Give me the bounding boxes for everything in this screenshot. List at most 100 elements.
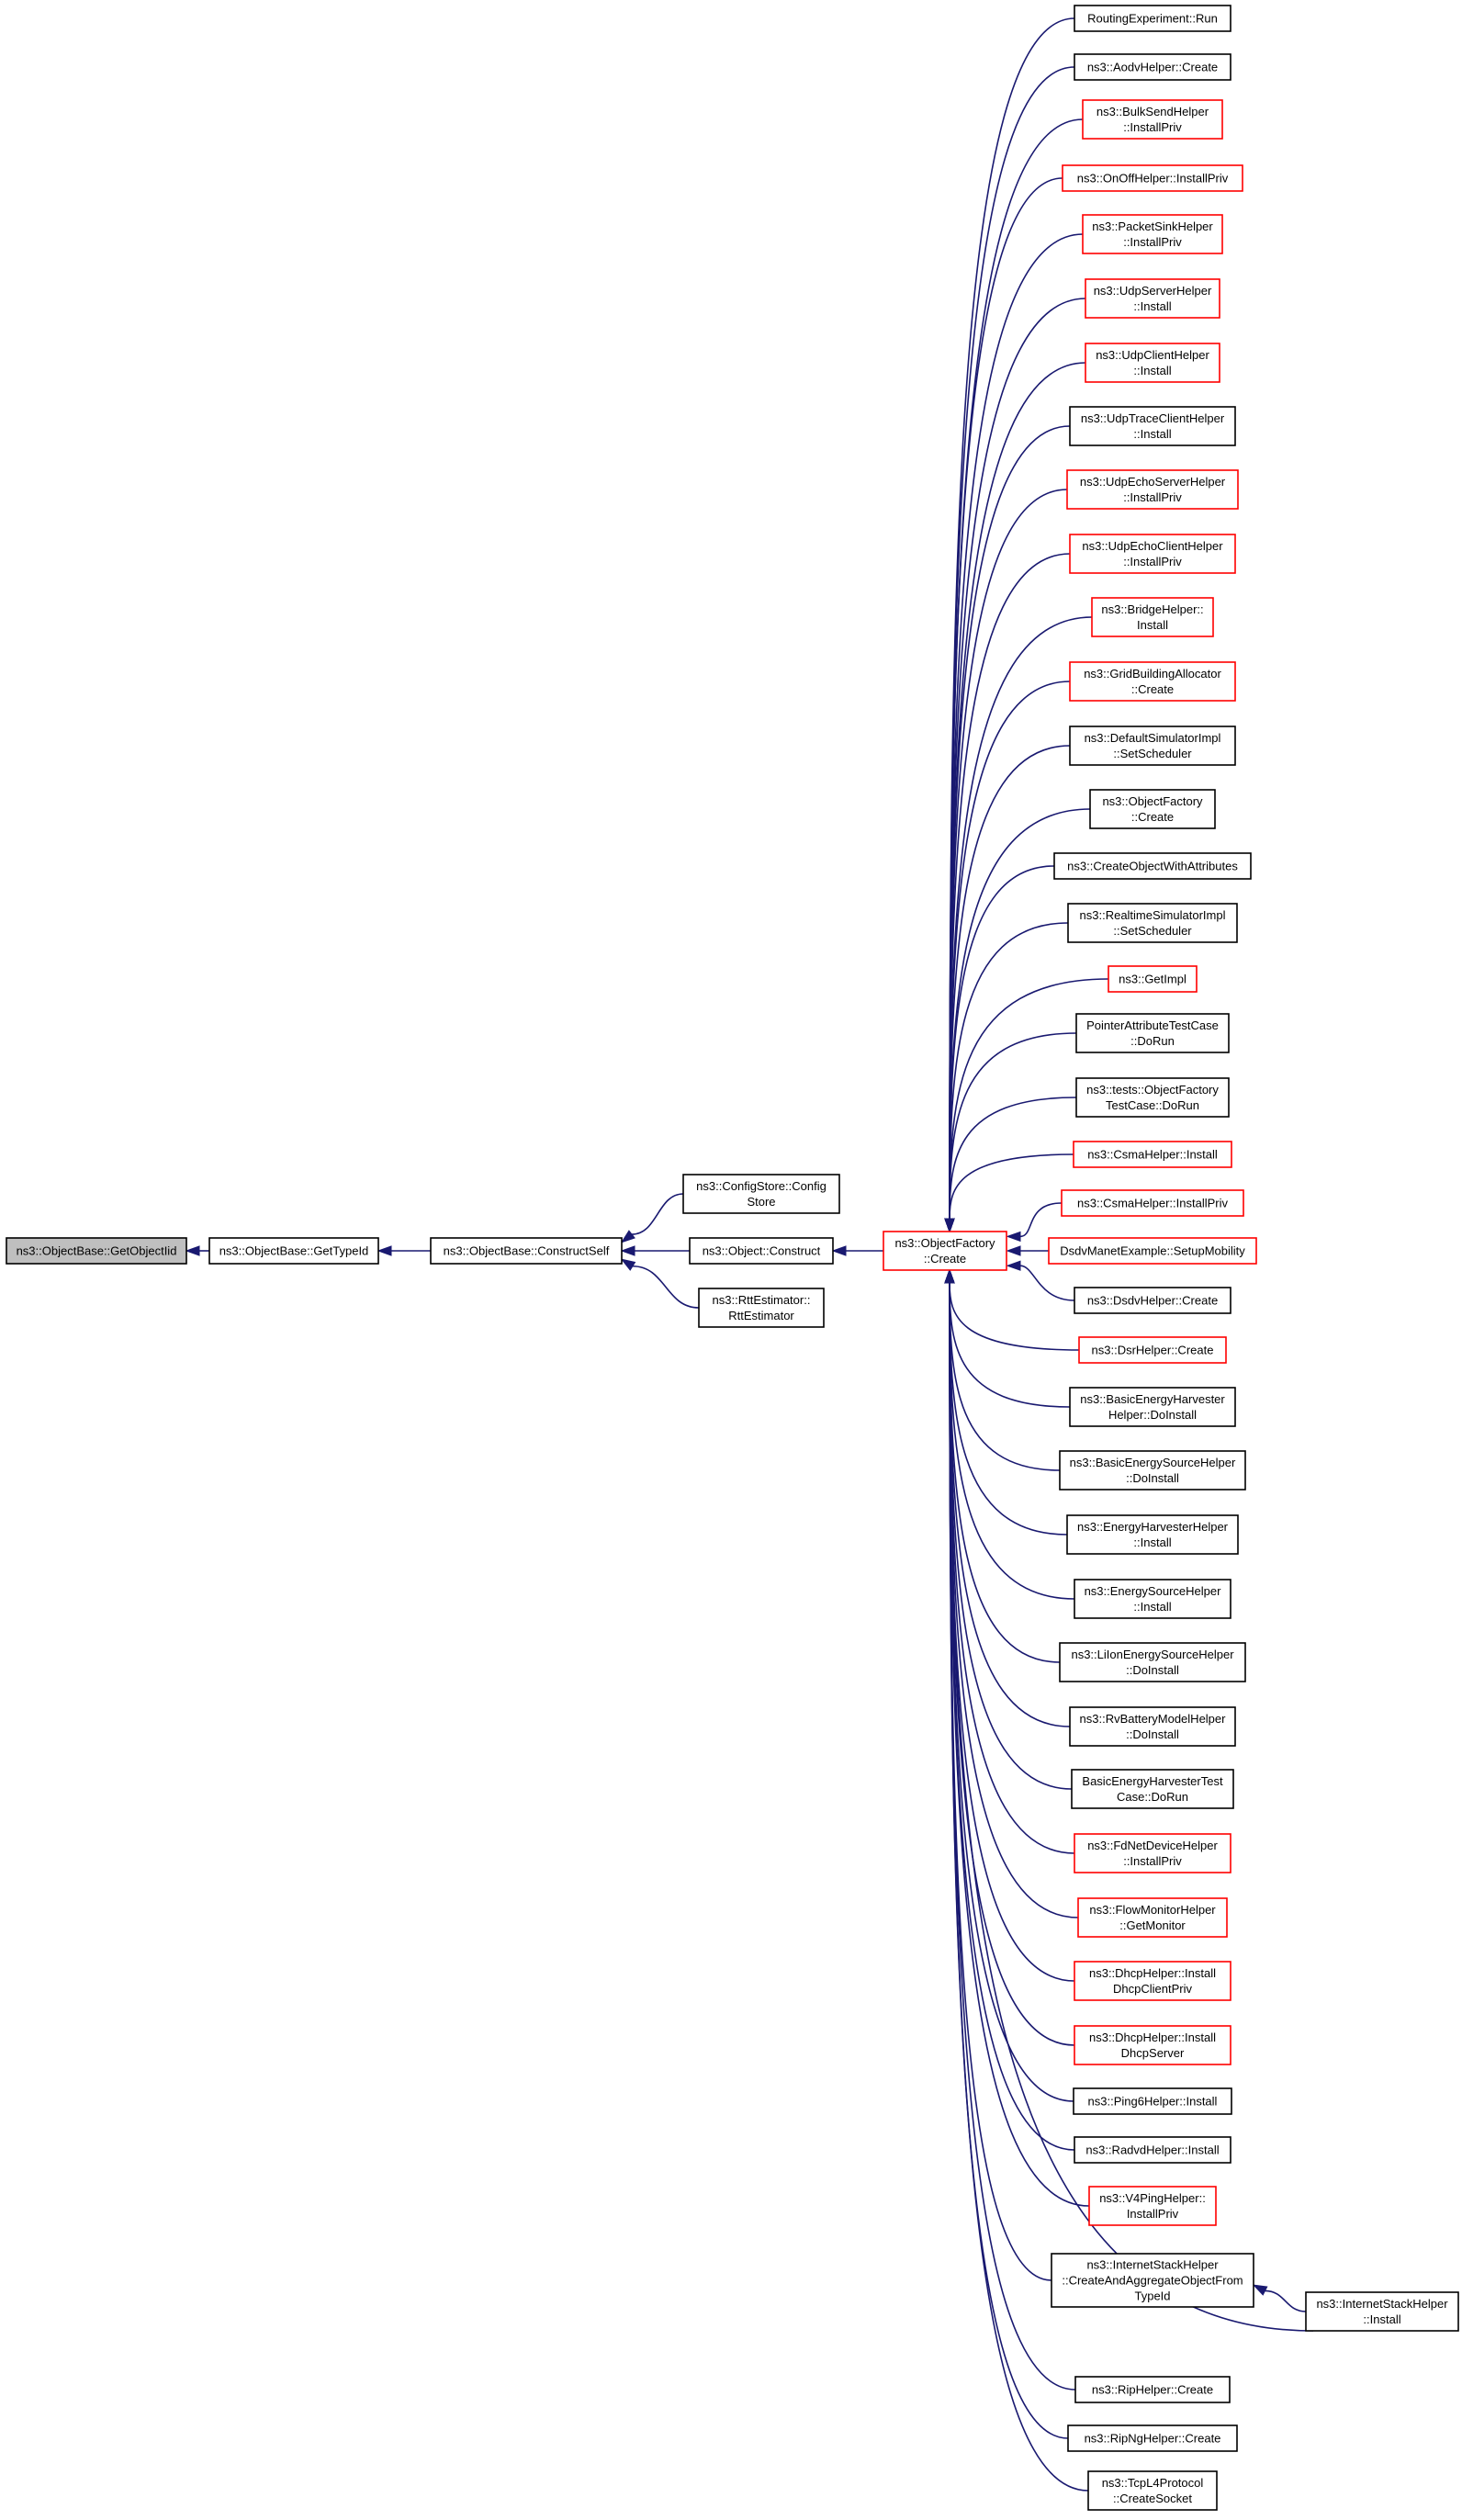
node-configstore[interactable]: ns3::ConfigStore::ConfigStore xyxy=(682,1174,840,1214)
node-box xyxy=(1074,2025,1231,2065)
node-label: ::Install xyxy=(1363,2312,1400,2326)
node-ofcreate[interactable]: ns3::ObjectFactory::Create xyxy=(883,1231,1007,1271)
node-label: ns3::RipHelper::Create xyxy=(1092,2383,1213,2397)
node-n17[interactable]: ns3::GetImpl xyxy=(1108,965,1198,993)
node-label: ns3::RadvdHelper::Install xyxy=(1085,2143,1219,2157)
node-box xyxy=(1066,469,1239,510)
node-label: RoutingExperiment::Run xyxy=(1087,12,1218,26)
node-n03[interactable]: ns3::BulkSendHelper::InstallPriv xyxy=(1082,99,1223,140)
node-n36[interactable]: ns3::Ping6Helper::Install xyxy=(1073,2087,1232,2115)
node-box xyxy=(1075,1013,1230,1053)
node-n02[interactable]: ns3::AodvHelper::Create xyxy=(1074,53,1231,81)
node-n08[interactable]: ns3::UdpTraceClientHelper::Install xyxy=(1069,406,1236,446)
node-box xyxy=(1074,5,1231,32)
node-n12[interactable]: ns3::GridBuildingAllocator::Create xyxy=(1069,661,1236,702)
edge-n18-to-ofcreate xyxy=(949,1032,1077,1220)
edge-configstore-to-constructself xyxy=(631,1193,684,1235)
node-n10[interactable]: ns3::UdpEchoClientHelper::InstallPriv xyxy=(1069,534,1236,574)
node-n22[interactable]: DsdvManetExample::SetupMobility xyxy=(1048,1237,1257,1265)
node-box xyxy=(1059,1450,1246,1491)
node-n27[interactable]: ns3::EnergyHarvesterHelper::Install xyxy=(1066,1514,1239,1555)
node-n26[interactable]: ns3::BasicEnergySourceHelper::DoInstall xyxy=(1059,1450,1246,1491)
node-label: ns3::PacketSinkHelper xyxy=(1092,219,1213,233)
edge-n07-to-ofcreate xyxy=(949,362,1086,1220)
node-n43[interactable]: ns3::TcpL4Protocol::CreateSocket xyxy=(1087,2470,1218,2511)
node-gettypeid[interactable]: ns3::ObjectBase::GetTypeId xyxy=(208,1237,379,1265)
node-n41[interactable]: ns3::RipHelper::Create xyxy=(1074,2376,1231,2403)
node-label: ns3::OnOffHelper::InstallPriv xyxy=(1077,172,1229,186)
edge-n41-to-ofcreate xyxy=(949,1282,1076,2391)
node-n18[interactable]: PointerAttributeTestCase::DoRun xyxy=(1075,1013,1230,1053)
node-box xyxy=(1087,2470,1218,2511)
node-n15[interactable]: ns3::CreateObjectWithAttributes xyxy=(1053,852,1252,880)
edge-arrowhead xyxy=(1252,2284,1268,2296)
node-n09[interactable]: ns3::UdpEchoServerHelper::InstallPriv xyxy=(1066,469,1239,510)
node-n38[interactable]: ns3::V4PingHelper::InstallPriv xyxy=(1088,2186,1217,2226)
node-n25[interactable]: ns3::BasicEnergyHarvesterHelper::DoInsta… xyxy=(1069,1387,1236,1427)
node-n16[interactable]: ns3::RealtimeSimulatorImpl::SetScheduler xyxy=(1067,903,1238,943)
node-n32[interactable]: ns3::FdNetDeviceHelper::InstallPriv xyxy=(1074,1833,1231,1873)
edge-arrowhead xyxy=(1006,1245,1021,1256)
node-label: ns3::tests::ObjectFactory xyxy=(1086,1083,1219,1097)
node-box xyxy=(883,1231,1007,1271)
node-n07[interactable]: ns3::UdpClientHelper::Install xyxy=(1085,343,1220,383)
node-label: ns3::ConfigStore::Config xyxy=(696,1179,827,1193)
node-n42[interactable]: ns3::RipNgHelper::Create xyxy=(1067,2424,1238,2452)
node-label: ::DoInstall xyxy=(1126,1727,1179,1741)
node-n29[interactable]: ns3::LiIonEnergySourceHelper::DoInstall xyxy=(1059,1642,1246,1682)
node-box xyxy=(1305,2291,1459,2332)
node-n05[interactable]: ns3::PacketSinkHelper::InstallPriv xyxy=(1082,214,1223,254)
node-box xyxy=(689,1237,834,1265)
node-constructself[interactable]: ns3::ObjectBase::ConstructSelf xyxy=(430,1237,623,1265)
node-n13[interactable]: ns3::DefaultSimulatorImpl::SetScheduler xyxy=(1069,726,1236,766)
edge-arrowhead xyxy=(377,1245,392,1256)
node-box xyxy=(1091,597,1214,637)
node-label: ::SetScheduler xyxy=(1113,924,1192,938)
node-rttestimator[interactable]: ns3::RttEstimator::RttEstimator xyxy=(698,1288,825,1328)
node-label: DsdvManetExample::SetupMobility xyxy=(1060,1244,1245,1258)
edge-arrowhead xyxy=(620,1230,635,1243)
node-box xyxy=(1085,343,1220,383)
node-n11[interactable]: ns3::BridgeHelper::Install xyxy=(1091,597,1214,637)
node-root[interactable]: ns3::ObjectBase::GetObjectIid xyxy=(6,1237,187,1265)
node-n33[interactable]: ns3::FlowMonitorHelper::GetMonitor xyxy=(1077,1897,1228,1938)
edge-arrowhead xyxy=(944,1268,955,1284)
node-n37[interactable]: ns3::RadvdHelper::Install xyxy=(1074,2136,1231,2164)
node-box xyxy=(1069,1706,1236,1747)
node-n39[interactable]: ns3::InternetStackHelper::CreateAndAggre… xyxy=(1051,2253,1254,2308)
node-box xyxy=(1053,852,1252,880)
node-label: ::Create xyxy=(1131,682,1174,696)
node-n28[interactable]: ns3::EnergySourceHelper::Install xyxy=(1074,1579,1231,1619)
node-box xyxy=(1051,2253,1254,2308)
node-label: ns3::InternetStackHelper xyxy=(1086,2258,1219,2272)
node-label: Helper::DoInstall xyxy=(1108,1408,1197,1422)
node-box xyxy=(1059,1642,1246,1682)
node-box xyxy=(1067,903,1238,943)
node-box xyxy=(1073,2087,1232,2115)
node-label: ns3::Object::Construct xyxy=(703,1244,821,1258)
node-n06[interactable]: ns3::UdpServerHelper::Install xyxy=(1085,278,1220,319)
node-n23[interactable]: ns3::DsdvHelper::Create xyxy=(1074,1287,1231,1314)
node-label: ::DoRun xyxy=(1130,1034,1175,1048)
node-n14[interactable]: ns3::ObjectFactory::Create xyxy=(1089,789,1216,829)
node-n30[interactable]: ns3::RvBatteryModelHelper::DoInstall xyxy=(1069,1706,1236,1747)
node-n21[interactable]: ns3::CsmaHelper::InstallPriv xyxy=(1061,1189,1244,1217)
node-label: ns3::BulkSendHelper xyxy=(1096,105,1209,118)
node-label: ::Install xyxy=(1133,427,1171,441)
node-n20[interactable]: ns3::CsmaHelper::Install xyxy=(1073,1141,1232,1168)
node-n01[interactable]: RoutingExperiment::Run xyxy=(1074,5,1231,32)
node-n24[interactable]: ns3::DsrHelper::Create xyxy=(1078,1336,1227,1364)
node-box xyxy=(1071,1769,1234,1809)
node-n04[interactable]: ns3::OnOffHelper::InstallPriv xyxy=(1062,164,1243,192)
node-objconstruct[interactable]: ns3::Object::Construct xyxy=(689,1237,834,1265)
node-box xyxy=(1074,1287,1231,1314)
node-label: ns3::BasicEnergyHarvester xyxy=(1080,1392,1225,1406)
node-label: ns3::InternetStackHelper xyxy=(1316,2297,1448,2311)
node-n40[interactable]: ns3::InternetStackHelper::Install xyxy=(1305,2291,1459,2332)
node-label: ns3::ObjectBase::GetObjectIid xyxy=(17,1244,177,1258)
